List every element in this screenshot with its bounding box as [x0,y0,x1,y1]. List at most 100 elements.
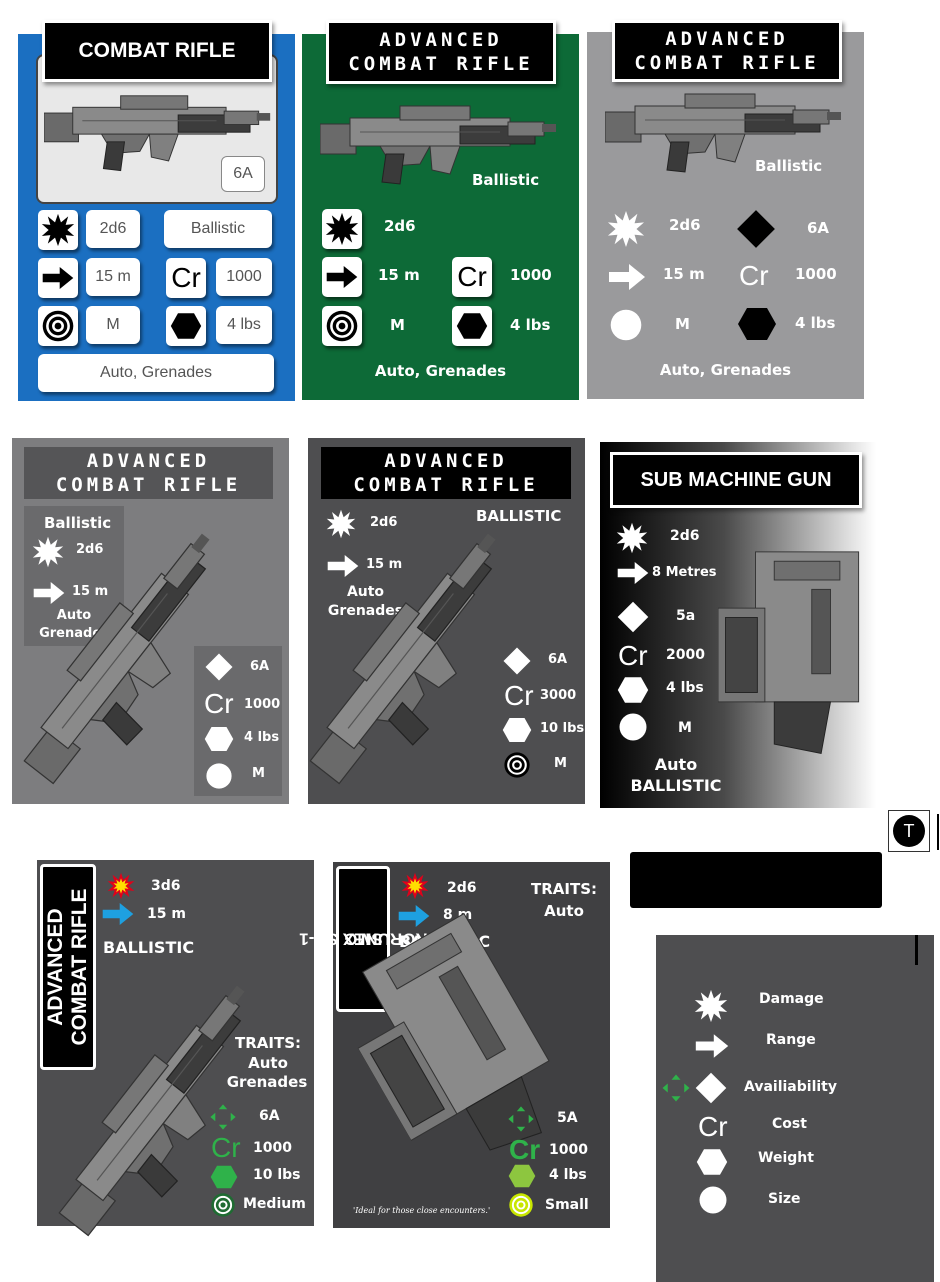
size-value: M [678,720,692,736]
credits-icon: Cr [211,1132,241,1163]
range-value: 15 m [663,265,705,283]
title-advanced-combat-rifle: ADVANCED COMBAT RIFLE [24,447,273,499]
availability-value: 6A [807,219,830,237]
burst-inner-icon [113,878,129,894]
arrow-right-icon [325,263,359,291]
legend-range: Range [766,1032,816,1048]
legend-cost: Cost [772,1116,807,1132]
card-sub-machine-gun[interactable]: SUB MACHINE GUN 2d6 8 Metres 5a Cr 2000 … [600,442,876,808]
cost-value: 3000 [540,688,577,703]
card-rorunex-smg[interactable]: RORUNEX SD-1 SMG 2d6 8 m BALLISTIC TRAIT… [299,862,610,1228]
damage-value: 3d6 [151,878,181,894]
card-advanced-rifle-mid-grey[interactable]: ADVANCED COMBAT RIFLE Ballistic 2d6 15 m… [12,438,289,804]
type-value: BALLISTIC [630,776,722,795]
diamond-icon [694,1071,728,1105]
weight-value: 4 lbs [510,316,551,334]
damage-value: 2d6 [370,515,398,530]
range-value: 15 m [366,557,403,572]
weight-value: 4 lbs [666,680,704,696]
title-sub-machine-gun: SUB MACHINE GUN [610,452,862,508]
empty-title-bar[interactable] [630,852,882,908]
range-icon-box [322,257,362,297]
hexagon-icon [737,306,777,342]
rings-icon [698,1185,728,1215]
arrow-right-icon [616,560,650,586]
burst-icon [694,989,728,1023]
trait-grenades: Grenades [226,1073,308,1091]
dpad-icon [507,1105,535,1133]
burst-icon [326,509,356,539]
credits-icon: Cr [457,261,487,292]
card-advanced-rifle-grey[interactable]: Ballistic 2d6 6A 15 m Cr 1000 M 4 lbs Au… [587,32,864,399]
title-line-1: ADVANCED [665,28,789,50]
dpad-icon [661,1073,691,1103]
range-value: 15 m [378,266,420,284]
diamond-icon [204,652,234,682]
title-advanced-combat-rifle: ADVANCED COMBAT RIFLE [612,20,842,82]
hexagon-icon [696,1147,728,1177]
weight-value: 10 lbs [253,1167,301,1183]
title-line-2: COMBAT RIFLE [348,53,534,75]
weight-value: 4 lbs [244,730,280,745]
weight-icon-box [166,306,206,346]
smg-image [718,530,868,780]
cost-value: 1000 [253,1140,292,1156]
title-line-2: COMBAT RIFLE [55,474,242,496]
traits-value: Auto, Grenades [38,354,274,392]
title-advanced-combat-rifle: ADVANCED COMBAT RIFLE [321,447,571,499]
size-value: Medium [243,1196,306,1212]
rings-icon [205,762,233,790]
title-line-1: ADVANCED [379,29,503,51]
damage-icon-box [322,209,362,249]
text-cursor-line [915,935,918,965]
trait-auto: Auto [346,584,385,600]
cost-value: 1000 [510,266,552,284]
card-advanced-rifle-dark-grey[interactable]: ADVANCED COMBAT RIFLE 2d6 BALLISTIC 15 m… [308,438,585,804]
type-value: Ballistic [755,157,823,175]
trait-grenades: Grenades [39,626,109,641]
size-icon-box [322,306,362,346]
rings-icon [41,309,75,343]
rings-icon [503,751,531,779]
title-advanced-combat-rifle: ADVANCED COMBAT RIFLE [326,20,556,84]
card-combat-rifle-blue[interactable]: 6A 2d6 Ballistic 15 m Cr 1000 M 4 lbs Au… [18,34,295,401]
title-advanced-combat-rifle: ADVANCED COMBAT RIFLE [40,864,96,1070]
availability-value: 5A [557,1110,578,1126]
hexagon-icon [456,311,488,341]
credits-icon: Cr [504,680,534,711]
hexagon-icon [617,675,649,705]
diamond-icon [735,208,777,250]
title-combat-rifle: COMBAT RIFLE [42,20,272,82]
rings-icon [210,1192,236,1218]
traits-value: Auto, Grenades [374,362,507,380]
traits-label: TRAITS: [530,880,597,898]
credits-icon: Cr [618,640,648,671]
title-line-1: ADVANCED [384,450,508,472]
availability-value: 6A [250,659,270,674]
type-value: Ballistic [44,514,112,532]
card-advanced-rifle-green[interactable]: Ballistic 2d6 15 m Cr 1000 M 4 lbs Auto,… [302,34,579,400]
text-tool-button[interactable]: T [888,810,930,852]
burst-icon [607,210,645,248]
trait-auto: Auto [654,755,698,774]
weight-value: 4 lbs [795,314,836,332]
trait-grenades: Grenades [327,603,404,619]
damage-value: 2d6 [670,528,700,544]
rings-icon [508,1192,534,1218]
damage-value: 2d6 [384,217,416,235]
rings-icon [618,712,648,742]
title-line-2: COMBAT RIFLE [353,474,539,496]
arrow-right-icon [694,1032,730,1060]
tagline: 'Ideal for those close encounters.' [353,1206,491,1215]
damage-icon-box [38,210,78,250]
text-tool-icon: T [893,815,925,847]
card-advanced-rifle-vertical[interactable]: ADVANCED COMBAT RIFLE 3d6 15 m BALLISTIC… [37,860,314,1226]
availability-value: 5a [676,608,696,624]
traits-value: Auto, Grenades [659,361,792,379]
legend-weight: Weight [758,1150,814,1166]
credits-icon: Cr [171,262,201,293]
range-value: 15 m [86,258,140,296]
damage-value: 2d6 [669,216,701,234]
cost-icon-box: Cr [166,258,206,298]
arrow-right-icon [32,580,66,606]
